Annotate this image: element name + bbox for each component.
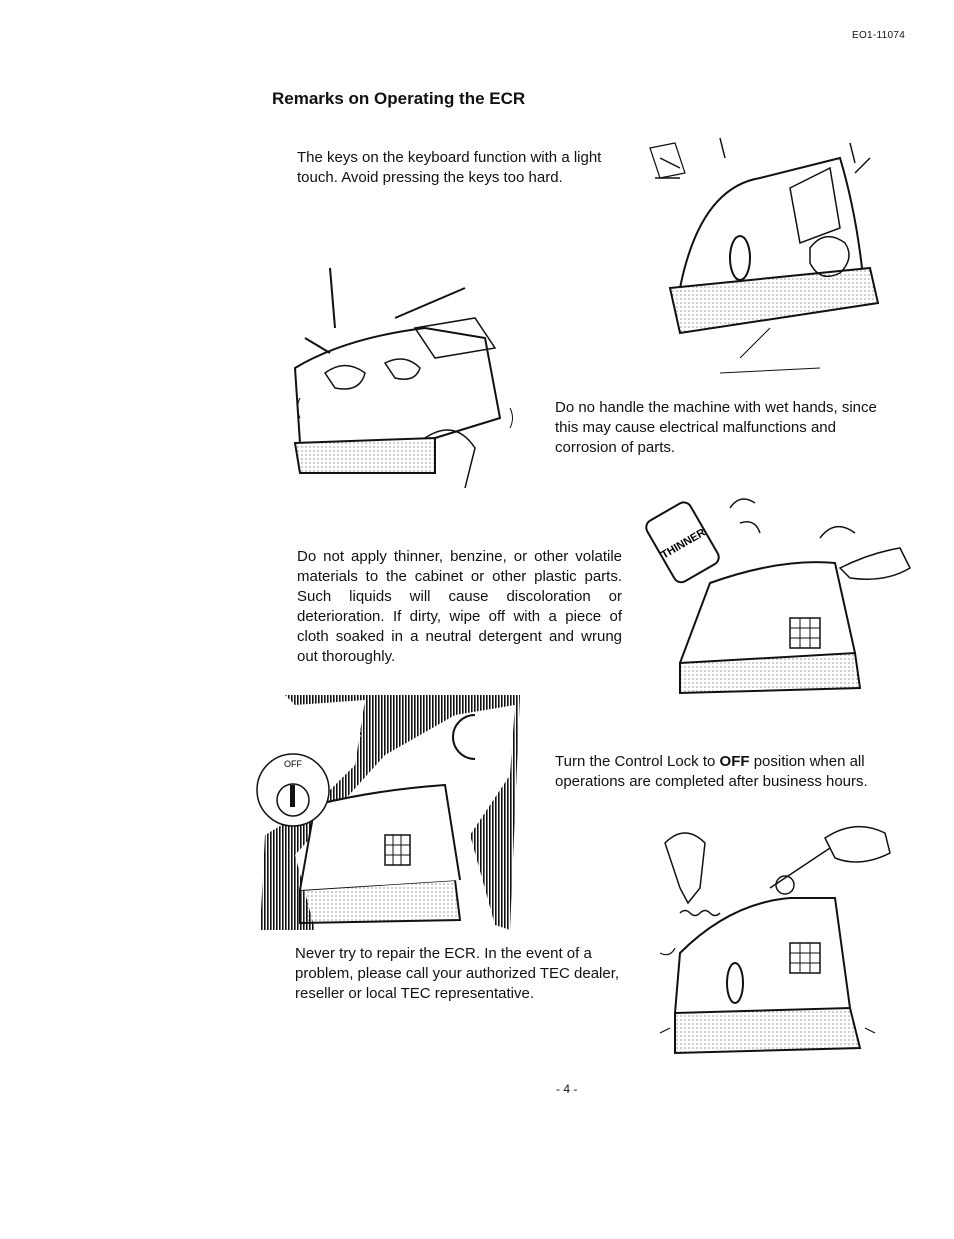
remark-control-lock-off: OFF [719, 753, 750, 770]
control-lock-off-label: OFF [284, 759, 302, 769]
illustration-pressing-keys [640, 118, 890, 383]
remark-repair: Never try to repair the ECR. In the even… [295, 945, 620, 1002]
svg-text:✱: ✱ [347, 724, 362, 744]
remark-thinner: Do not apply thinner, benzine, or other … [297, 548, 622, 665]
remark-wet-hands: Do no handle the machine with wet hands,… [555, 399, 877, 456]
illustration-repair [640, 803, 905, 1068]
page-number: - 4 - [556, 1082, 578, 1096]
svg-text:✱: ✱ [430, 754, 445, 774]
remark-control-lock-after: position when all operations are complet… [555, 753, 868, 790]
illustration-wet-hands [285, 258, 520, 508]
remark-control-lock-before: Turn the Control Lock to [555, 753, 720, 770]
illustration-thinner: THINNER [640, 478, 915, 718]
document-id: EO1-11074 [852, 30, 906, 41]
remark-control-lock: Turn the Control Lock to OFF position wh… [555, 752, 885, 792]
remark-light-touch: The keys on the keyboard function with a… [297, 149, 602, 186]
section-title: Remarks on Operating the ECR [272, 89, 526, 108]
illustration-control-lock-off: ✱ ✱ OFF [255, 695, 520, 935]
thinner-can-label: THINNER [659, 527, 707, 562]
